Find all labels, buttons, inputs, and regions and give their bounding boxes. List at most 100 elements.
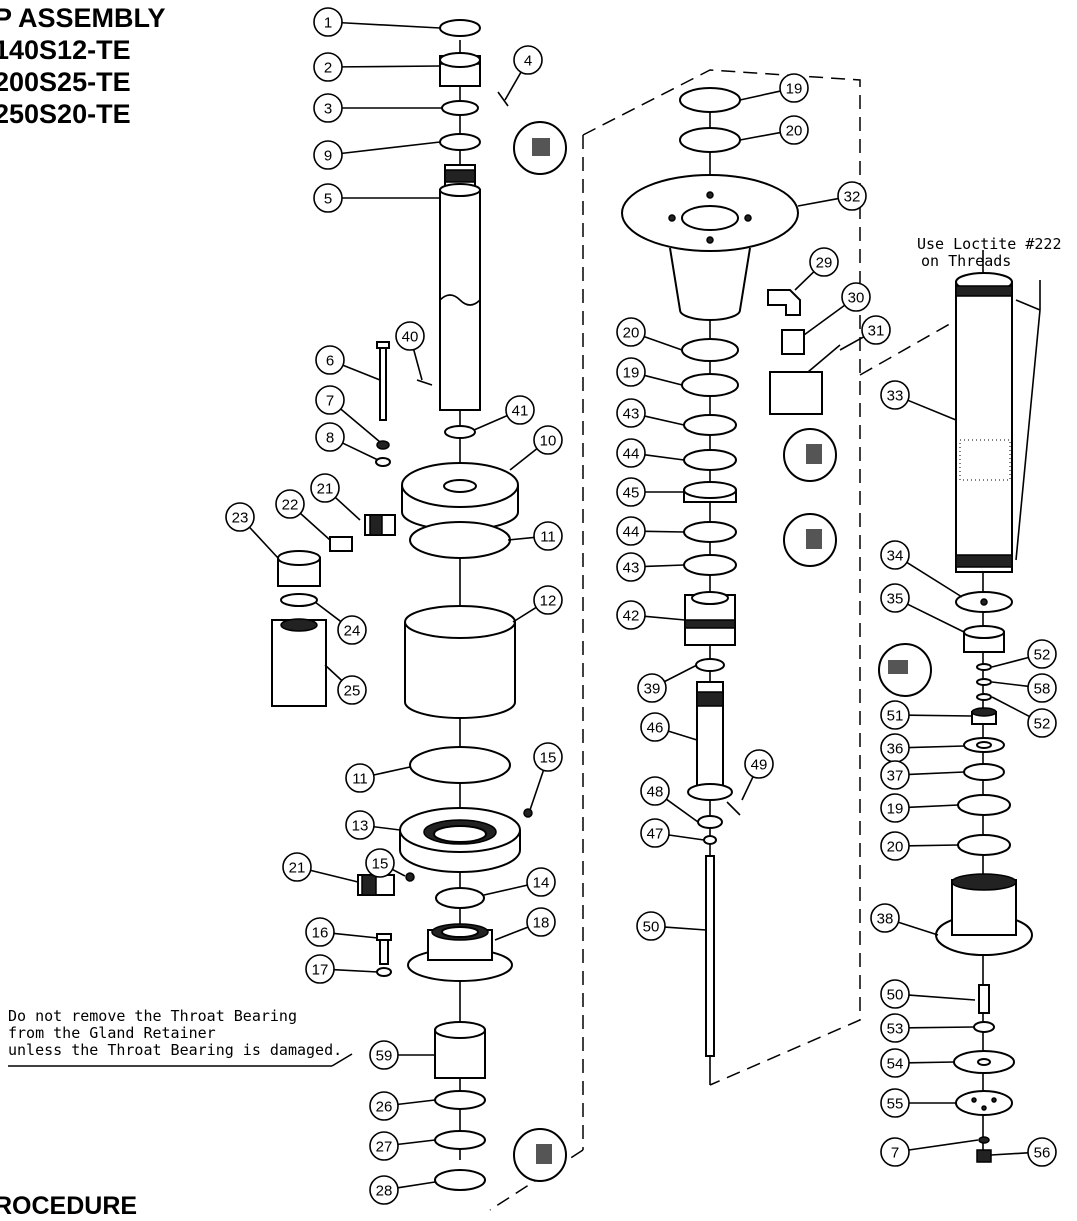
callout-20: 20 [880, 831, 959, 861]
callout-label: 26 [376, 1099, 393, 1116]
callout-circle [225, 502, 255, 532]
part-20-oring-mid [681, 338, 739, 362]
callout-label: 37 [887, 768, 904, 785]
callout-51: 51 [880, 700, 973, 730]
callout-leader [342, 442, 379, 461]
callout-circle [636, 911, 666, 941]
callout-4: 4 [504, 45, 543, 101]
callout-circle [616, 477, 646, 507]
part-48-oring [697, 815, 723, 829]
callout-leader [341, 21, 441, 29]
callout-label: 32 [844, 189, 861, 206]
callout-circle [526, 867, 556, 897]
callout-leader [739, 90, 781, 101]
callout-48: 48 [640, 776, 699, 823]
callout-circle [616, 600, 646, 630]
callout-12: 12 [512, 585, 563, 623]
callout-label: 50 [887, 987, 904, 1004]
callout-42: 42 [616, 600, 686, 630]
part-43-vseal-lower [683, 554, 737, 576]
part-24-washer [280, 593, 318, 607]
callout-circle [337, 615, 367, 645]
part-21-coupler-upper [364, 514, 396, 536]
part-11-oring-lower [409, 746, 511, 784]
part-20-oring-top [679, 127, 741, 153]
callout-circle [337, 675, 367, 705]
part-19-oring-mid [681, 373, 739, 397]
callout-label: 24 [344, 623, 361, 640]
callout-label: 41 [512, 403, 529, 420]
part-25-reservoir [271, 618, 327, 707]
section-detail-icon-seal-43-upper [783, 428, 837, 482]
callout-label: 33 [887, 388, 904, 405]
assembly-title: P ASSEMBLY 140S12-TE 200S25-TE 250S20-TE [0, 2, 166, 130]
callout-circle [313, 93, 343, 123]
callout-label: 6 [326, 353, 334, 370]
callout-leader [483, 884, 528, 896]
callout-13: 13 [345, 810, 401, 840]
callout-label: 53 [887, 1021, 904, 1038]
callout-leader [803, 304, 846, 336]
callout-circle [313, 183, 343, 213]
part-46-piston [687, 681, 733, 801]
callout-41: 41 [473, 395, 535, 431]
callout-label: 50 [643, 919, 660, 936]
part-13-lower-plate [399, 807, 521, 873]
callout-circle [870, 903, 900, 933]
callout-label: 52 [1034, 647, 1051, 664]
callout-35: 35 [880, 583, 965, 633]
callout-label: 19 [623, 365, 640, 382]
callout-9: 9 [313, 140, 441, 170]
callout-leader [991, 696, 1030, 718]
callout-leader [908, 844, 959, 847]
callout-47: 47 [640, 818, 705, 848]
callout-leader [665, 798, 699, 823]
part-6-bolt [376, 341, 390, 421]
callout-label: 47 [647, 826, 664, 843]
callout-circle [880, 380, 910, 410]
dashed-reference-middle [582, 69, 861, 1086]
callout-label: 40 [402, 329, 419, 346]
callout-leader [739, 131, 781, 141]
part-47-oring [703, 835, 717, 845]
callout-circle [345, 763, 375, 793]
callout-label: 28 [376, 1183, 393, 1200]
part-16-bolt [376, 933, 392, 965]
callout-circle [880, 793, 910, 823]
callout-leader [333, 932, 379, 939]
callout-31: 31 [839, 315, 891, 351]
callout-leader [991, 656, 1029, 668]
callout-label: 23 [232, 510, 249, 527]
callout-circle [1027, 1137, 1057, 1167]
part-3-oring [441, 100, 479, 116]
callout-leader [741, 776, 754, 801]
part-7-nut [376, 440, 390, 450]
callout-label: 42 [623, 608, 640, 625]
callout-circle [1027, 673, 1057, 703]
callout-15: 15 [365, 848, 406, 878]
callout-label: 59 [376, 1048, 393, 1065]
callout-leader [341, 141, 441, 155]
part-12-cylinder [404, 605, 516, 719]
callout-circle [880, 700, 910, 730]
title-line-2: 140S12-TE [0, 35, 131, 65]
callout-leader [397, 1181, 436, 1189]
callout-circle [526, 907, 556, 937]
callout-34: 34 [880, 540, 963, 598]
callout-label: 56 [1034, 1145, 1051, 1162]
callout-23: 23 [225, 502, 279, 559]
callout-label: 44 [623, 446, 640, 463]
callout-circle [310, 473, 340, 503]
part-29-elbow [767, 289, 801, 316]
callout-label: 19 [786, 81, 803, 98]
callout-21: 21 [282, 852, 359, 883]
callout-leader [333, 968, 379, 973]
part-58-seal [976, 678, 992, 686]
part-35-bushing [963, 625, 1005, 653]
callout-52: 52 [991, 696, 1057, 738]
callout-label: 30 [848, 290, 865, 307]
callout-6: 6 [315, 345, 381, 381]
procedure-heading: ROCEDURE [0, 1192, 138, 1220]
part-52-oring-upper [976, 663, 992, 671]
callout-label: 7 [891, 1145, 899, 1162]
